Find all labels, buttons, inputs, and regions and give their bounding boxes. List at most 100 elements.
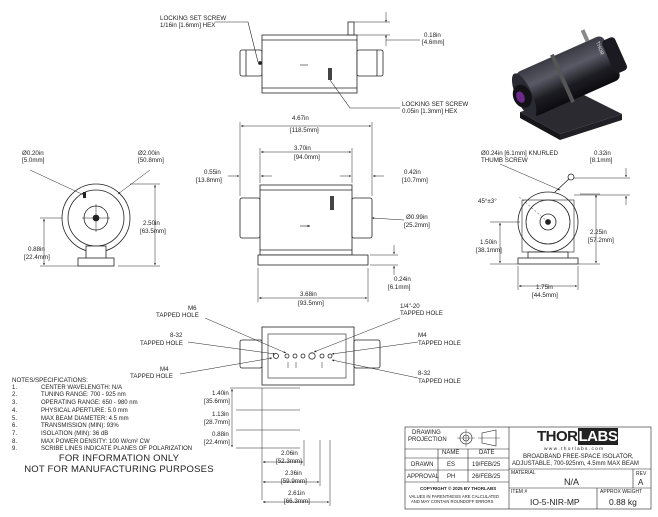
bottom-832-1: 8-32 — [170, 332, 183, 339]
description-1: BROADBAND FREE-SPACE ISOLATOR, — [523, 454, 634, 460]
bottom-quarter20-2: TAPPED HOLE — [400, 310, 443, 317]
note-text: PHYSICAL APERTURE: 5.0 mm — [41, 407, 128, 414]
website: w w w . t h o r l a b s . c o m — [544, 447, 604, 452]
locking-screw-1-label-1: LOCKING SET SCREW — [160, 15, 227, 22]
bottom-d140-mm: [35.6mm] — [204, 398, 230, 405]
left-base-mm: [22.4mm] — [24, 254, 50, 261]
note-number: 1. — [12, 384, 18, 391]
locking-screw-2-label-2: 0.05in [1.3mm] HEX — [402, 108, 458, 115]
note-item: 5. MAX BEAM DIAMETER: 4.5 mm — [12, 416, 212, 424]
isometric-render: THOR — [511, 29, 628, 140]
front-overall-in: 4.67in — [292, 115, 309, 122]
disclaimer-line-2: NOT FOR MANUFACTURING PURPOSES — [24, 464, 214, 475]
right-axis-mm: [38.1mm] — [476, 247, 502, 254]
svg-text:THOR: THOR — [594, 41, 605, 57]
bottom-m6-1: M6 — [188, 305, 197, 312]
bottom-832-2: TAPPED HOLE — [140, 340, 183, 347]
notes-block: NOTES/SPECIFICATIONS: 1. CENTER WAVELENGT… — [12, 377, 212, 454]
right-knurled-2: THUMB SCREW — [481, 157, 528, 164]
note-text: TUNING RANGE: 700 - 925 nm — [41, 392, 126, 399]
material-value: N/A — [564, 477, 580, 487]
logo-labs: LABS — [577, 428, 619, 445]
bottom-d236-mm: [59.9mm] — [281, 478, 307, 485]
note-item: 1. CENTER WAVELENGTH: N/A — [12, 385, 212, 393]
top-dim-height-mm: [4.6mm] — [422, 39, 445, 46]
bottom-quarter20-1: 1/4"-20 — [400, 303, 420, 310]
bottom-d088-mm: [22.4mm] — [204, 439, 230, 446]
front-base-height-mm: [6.1mm] — [388, 284, 411, 291]
note-text: MAX BEAM DIAMETER: 4.5 mm — [41, 415, 129, 422]
item-value: IO-5-NIR-MP — [530, 497, 580, 507]
front-base-height-in: 0.24in — [394, 276, 411, 283]
note-text: ISOLATION (MIN): 36 dB — [41, 430, 109, 437]
front-right-offset-in: 0.42in — [404, 169, 421, 176]
front-left-offset-in: 0.55in — [204, 169, 221, 176]
locking-screw-1-label-2: 1/16in [1.6mm] HEX — [160, 22, 216, 29]
bottom-d206-mm: [52.3mm] — [276, 458, 302, 465]
bottom-m4-left-2: TAPPED HOLE — [130, 373, 173, 380]
tb-approval-label: APPROVAL — [407, 474, 439, 480]
logo-thor: THOR — [537, 428, 578, 445]
top-view — [215, 12, 420, 109]
front-view — [228, 122, 405, 302]
tb-copyright: COPYRIGHT © 2025 BY THORLABS — [420, 486, 497, 491]
note-item: 3. OPERATING RANGE: 650 - 980 nm — [12, 400, 212, 408]
right-width-mm: [44.5mm] — [532, 292, 558, 299]
note-text: MAX POWER DENSITY: 100 W/cm² CW — [41, 438, 150, 445]
note-item: 8. MAX POWER DENSITY: 100 W/cm² CW — [12, 439, 212, 447]
note-number: 5. — [12, 415, 18, 422]
tb-drawn-name: ES — [447, 462, 456, 468]
note-number: 7. — [12, 430, 18, 437]
front-overall-mm: [118.5mm] — [290, 127, 319, 134]
material-label: MATERIAL — [511, 470, 536, 476]
bottom-832-right-2: TAPPED HOLE — [418, 378, 461, 385]
note-text: TRANSMISSION (MIN): 93% — [41, 423, 119, 430]
right-axis-in: 1.50in — [480, 239, 497, 246]
rev-value: A — [638, 478, 644, 487]
bottom-d206-in: 2.06in — [281, 450, 298, 457]
tb-values-note-2: AND MAY CONTAIN ROUNDOFF ERRORS — [411, 499, 494, 504]
bottom-d088-in: 0.88in — [212, 431, 229, 438]
front-left-offset-mm: [13.8mm] — [196, 177, 222, 184]
tb-values-note-1: VALUES IN PARENTHESIS ARE CALCULATED — [409, 494, 500, 499]
bottom-d236-in: 2.36in — [285, 470, 302, 477]
bottom-view — [179, 317, 419, 506]
front-body-in: 3.70in — [294, 145, 311, 152]
right-knurled-1: Ø0.24in [6.1mm] KNURLED — [481, 150, 559, 157]
note-number: 3. — [12, 400, 18, 407]
tb-approval-date: 26/FEB/25 — [472, 474, 501, 480]
disclaimer: FOR INFORMATION ONLY NOT FOR MANUFACTURI… — [14, 453, 224, 475]
title-block-frame — [404, 426, 652, 510]
top-dim-height-in: 0.18in — [424, 32, 441, 39]
right-screw-h-mm: [8.1mm] — [590, 157, 613, 164]
right-width-in: 1.75in — [536, 284, 553, 291]
note-item: 2.TUNING RANGE: 700 - 925 nm — [12, 392, 212, 400]
bottom-d261-in: 2.61in — [288, 490, 305, 497]
disclaimer-line-1: FOR INFORMATION ONLY — [58, 453, 180, 464]
front-base-length-mm: [93.5mm] — [298, 300, 324, 307]
bottom-m4-right-2: TAPPED HOLE — [418, 340, 461, 347]
note-text: OPERATING RANGE: 650 - 980 nm — [41, 400, 138, 407]
left-height-mm: [63.5mm] — [140, 228, 166, 235]
notes-title: NOTES/SPECIFICATIONS: — [12, 377, 88, 384]
weight-value: 0.88 kg — [609, 497, 637, 507]
left-dia-large-in: Ø2.00in — [138, 150, 160, 157]
note-number: 8. — [12, 438, 18, 445]
note-text: CENTER WAVELENGTH: N/A — [41, 384, 123, 391]
weight-label: APPROX WEIGHT — [600, 489, 643, 495]
tb-col-name: NAME — [442, 450, 460, 456]
locking-screw-2-label-1: LOCKING SET SCREW — [402, 101, 469, 108]
note-number: 4. — [12, 407, 18, 414]
bottom-832-right-1: 8-32 — [418, 370, 431, 377]
front-aperture-mm: [25.2mm] — [404, 222, 430, 229]
front-base-length-in: 3.68in — [300, 291, 317, 298]
front-body-mm: [94.0mm] — [294, 154, 320, 161]
right-end-view — [490, 163, 630, 290]
rev-label: REV — [636, 471, 647, 477]
tb-drawn-date: 19/FEB/25 — [472, 462, 501, 468]
right-height-mm: [57.2mm] — [588, 237, 614, 244]
drawing-projection-1: DRAWING — [412, 430, 441, 436]
tb-col-date: DATE — [479, 450, 495, 456]
